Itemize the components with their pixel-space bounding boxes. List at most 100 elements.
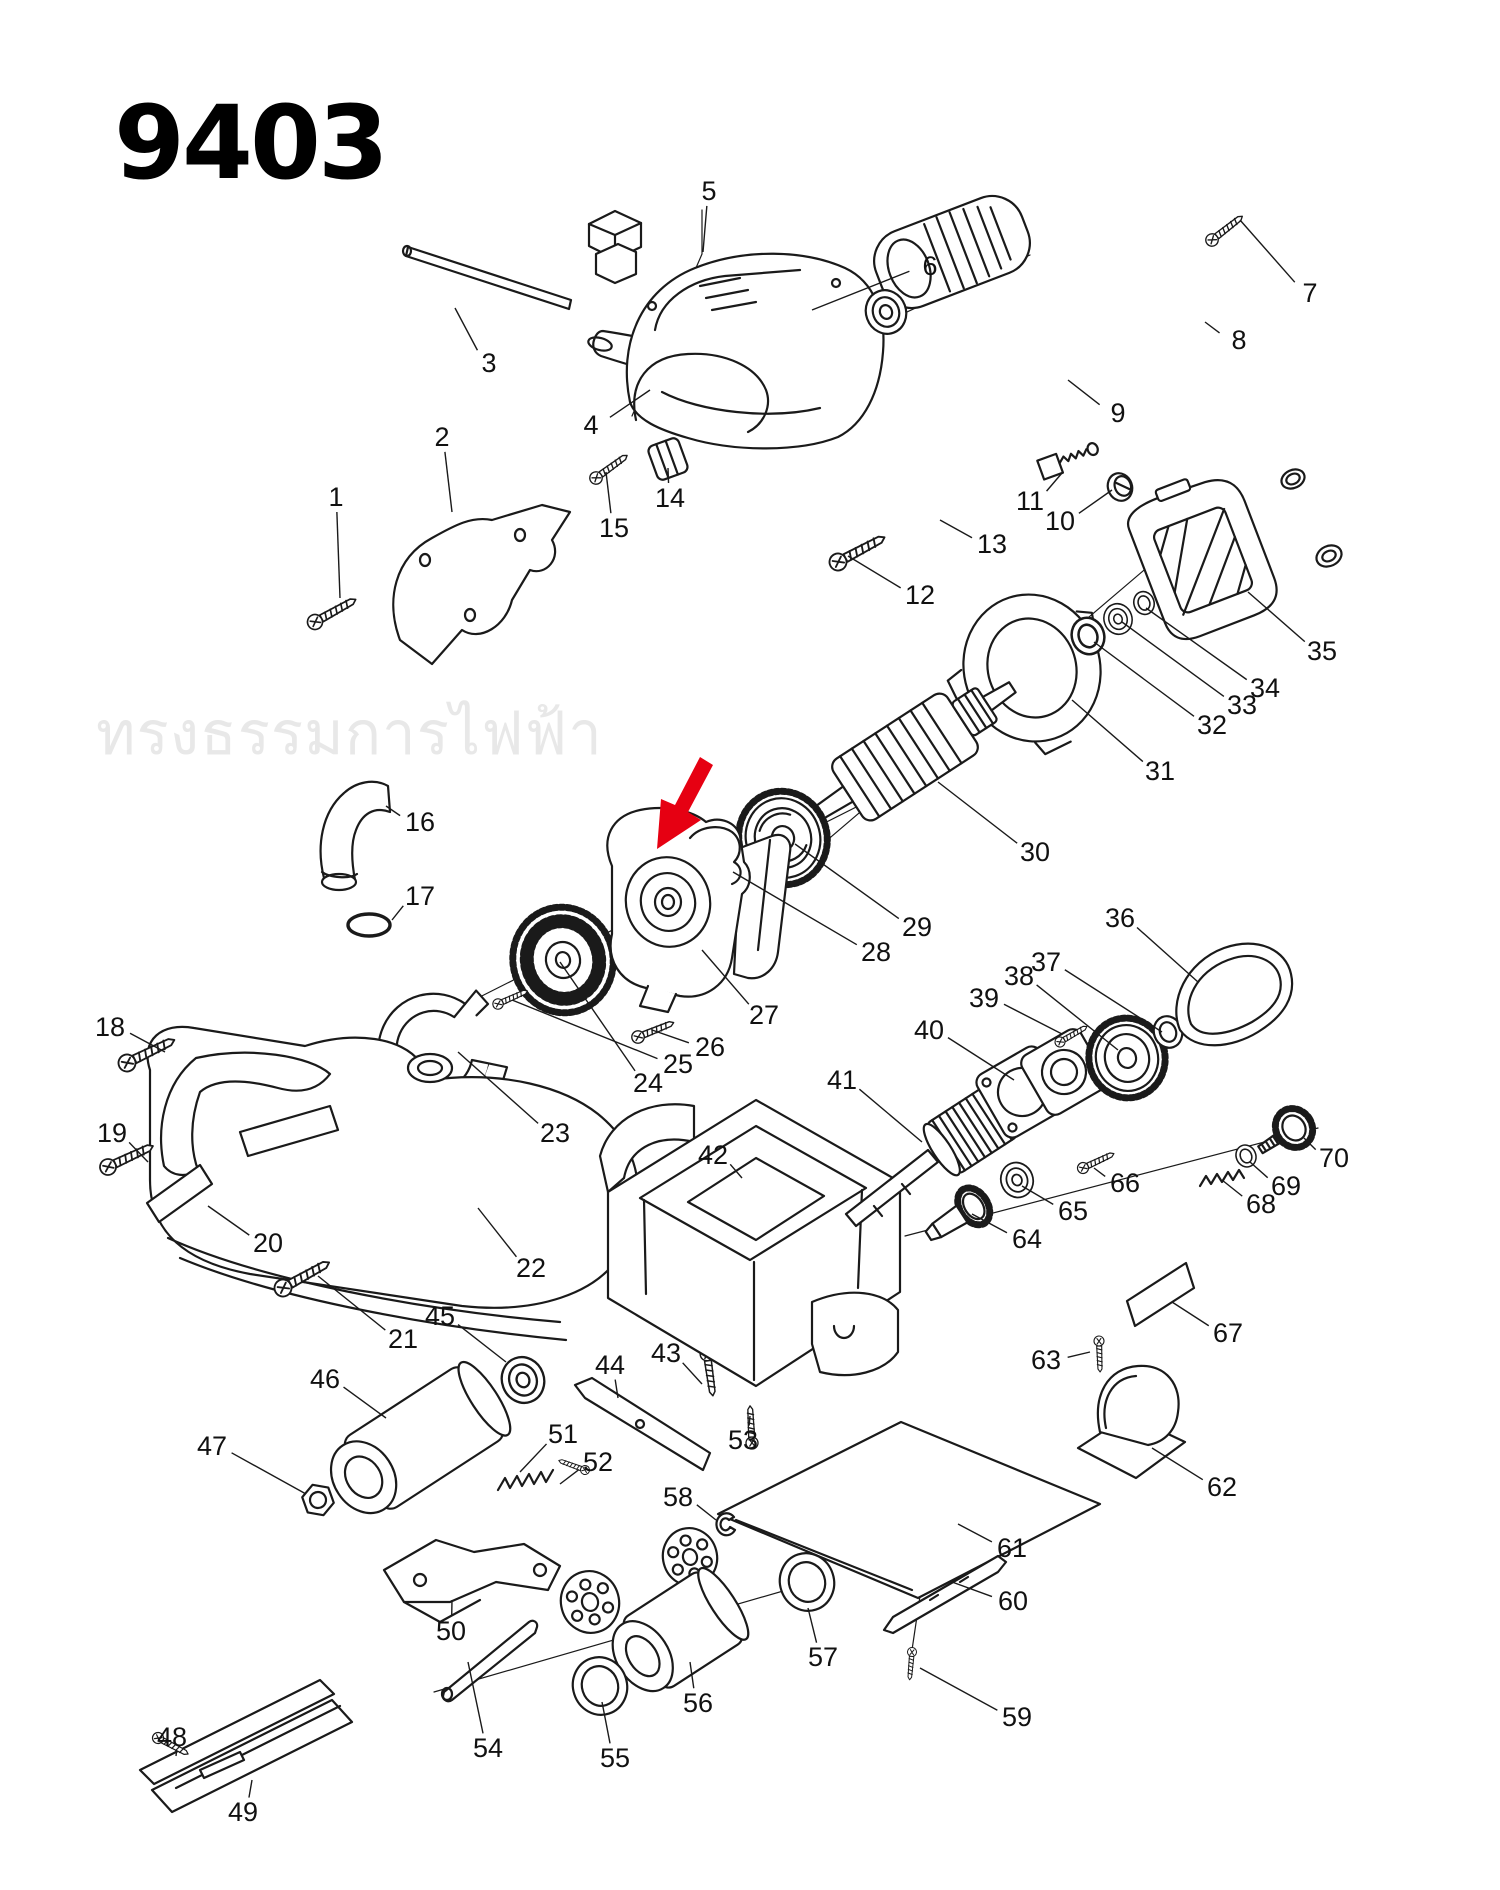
part-8-rear-cover <box>873 194 1031 310</box>
part-label-58: 58 <box>663 1482 693 1512</box>
leader-line-19 <box>128 1141 149 1163</box>
part-label-44: 44 <box>595 1350 625 1380</box>
leader-line-21 <box>317 1275 386 1331</box>
leader-line-38 <box>1036 984 1119 1051</box>
leader-line-27 <box>701 949 750 1005</box>
part-label-6: 6 <box>922 251 937 281</box>
part-label-40: 40 <box>914 1015 944 1045</box>
part-label-41: 41 <box>827 1065 857 1095</box>
leader-line-10 <box>1078 489 1113 514</box>
part-label-57: 57 <box>808 1642 838 1672</box>
part-number-labels: 1234567891011121314151617181920212223242… <box>95 176 1349 1827</box>
part-label-14: 14 <box>655 483 685 513</box>
part-33-bearing <box>1099 599 1137 639</box>
part-label-64: 64 <box>1012 1224 1042 1254</box>
leader-line-41 <box>858 1088 923 1143</box>
highlight-arrow <box>657 757 713 849</box>
parts-artwork <box>96 194 1343 1814</box>
part-20-nameplate <box>145 1163 214 1224</box>
part-label-16: 16 <box>405 807 435 837</box>
part-51-spring <box>496 1468 555 1492</box>
part-label-69: 69 <box>1271 1171 1301 1201</box>
watermark-text: ทรงธรรมการไฟฟ้า <box>96 699 603 769</box>
leader-line-51 <box>519 1443 548 1473</box>
part-label-42: 42 <box>698 1140 728 1170</box>
leader-line-47 <box>231 1452 307 1495</box>
part-56-front-roller <box>611 1566 750 1693</box>
part-label-31: 31 <box>1145 756 1175 786</box>
part-59-screw <box>904 1646 918 1681</box>
leader-line-11 <box>1046 472 1063 492</box>
leader-line-60 <box>951 1581 993 1598</box>
part-label-2: 2 <box>434 422 449 452</box>
leader-line-31 <box>1071 699 1144 763</box>
leader-line-56 <box>689 1661 695 1689</box>
leader-line-29 <box>794 843 900 920</box>
part-label-39: 39 <box>969 983 999 1013</box>
part-7-screw <box>1202 210 1247 250</box>
leader-line-14 <box>667 467 670 484</box>
part-label-62: 62 <box>1207 1472 1237 1502</box>
part-42-base-frame <box>598 1098 902 1388</box>
part-label-38: 38 <box>1004 961 1034 991</box>
leader-line-34 <box>1145 607 1248 681</box>
leader-line-46 <box>343 1386 387 1419</box>
part-label-1: 1 <box>328 482 343 512</box>
leader-line-49 <box>248 1779 253 1798</box>
part-label-26: 26 <box>695 1032 725 1062</box>
part-1-screw <box>303 592 361 634</box>
part-label-45: 45 <box>425 1301 455 1331</box>
part-61-sanding-sheet <box>716 1420 1102 1600</box>
leader-line-4 <box>609 389 651 418</box>
leader-line-68 <box>1221 1179 1243 1197</box>
part-label-23: 23 <box>540 1118 570 1148</box>
part-label-34: 34 <box>1250 673 1280 703</box>
part-2-bracket <box>392 503 572 666</box>
leader-line-7 <box>1239 219 1296 283</box>
part-label-20: 20 <box>253 1228 283 1258</box>
part-label-29: 29 <box>902 912 932 942</box>
part-14-sleeve <box>647 437 689 481</box>
part-label-15: 15 <box>599 513 629 543</box>
part-label-32: 32 <box>1197 710 1227 740</box>
leader-line-28 <box>732 871 858 946</box>
part-label-50: 50 <box>436 1616 466 1646</box>
part-38-pulley-gear <box>1085 1014 1169 1102</box>
leader-line-43 <box>682 1362 703 1385</box>
part-label-17: 17 <box>405 881 435 911</box>
part-label-28: 28 <box>861 937 891 967</box>
part-label-47: 47 <box>197 1431 227 1461</box>
part-22-handle-cover <box>146 1025 639 1342</box>
part-25-screw <box>490 985 531 1012</box>
part-label-7: 7 <box>1302 278 1317 308</box>
part-label-52: 52 <box>583 1447 613 1477</box>
part-55-ring <box>571 1656 629 1716</box>
part-label-21: 21 <box>388 1324 418 1354</box>
part-label-66: 66 <box>1110 1168 1140 1198</box>
leader-line-12 <box>847 555 902 589</box>
leader-line-44 <box>614 1379 619 1399</box>
part-label-18: 18 <box>95 1012 125 1042</box>
part-label-65: 65 <box>1058 1196 1088 1226</box>
part-label-33: 33 <box>1227 690 1257 720</box>
part-label-55: 55 <box>600 1743 630 1773</box>
leader-line-20 <box>207 1205 250 1236</box>
part-label-11: 11 <box>1016 486 1044 516</box>
part-17-o-ring <box>346 912 392 938</box>
part-27-bearing-box <box>606 807 792 1014</box>
leader-line-45 <box>457 1324 507 1363</box>
leader-line-54 <box>467 1661 484 1734</box>
leader-line-63 <box>1067 1351 1091 1358</box>
part-5-switch <box>587 209 643 285</box>
part-label-22: 22 <box>516 1253 546 1283</box>
part-54-pin <box>440 1619 539 1703</box>
leader-line-65 <box>1021 1185 1054 1206</box>
leader-line-30 <box>937 781 1018 844</box>
leader-line-48 <box>175 1751 178 1757</box>
leader-line-70 <box>1303 1137 1317 1151</box>
part-label-27: 27 <box>749 1000 779 1030</box>
leader-line-24 <box>559 961 636 1072</box>
leader-line-53 <box>748 1415 751 1426</box>
